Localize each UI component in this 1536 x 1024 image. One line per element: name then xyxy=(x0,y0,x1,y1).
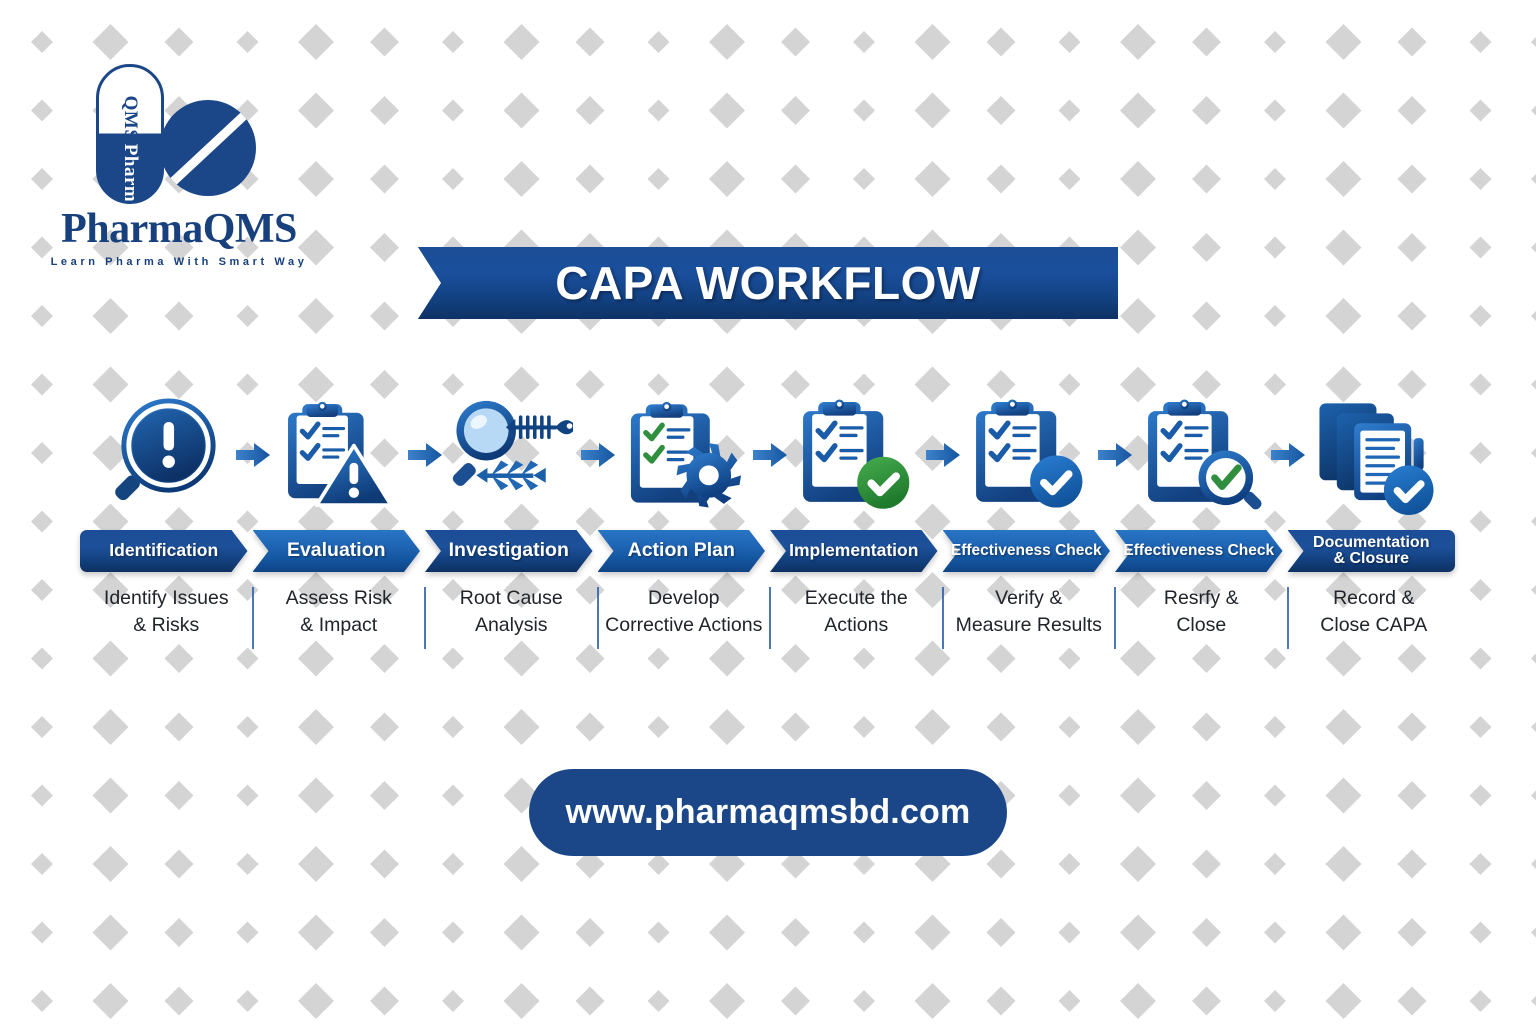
description-divider xyxy=(1286,587,1289,649)
stage-label: Identification xyxy=(109,540,219,561)
website-url-label: www.pharmaqmsbd.com xyxy=(565,793,971,831)
workflow-stage-6[interactable]: Effectiveness Check xyxy=(942,530,1110,572)
page-title: CAPA WORKFLOW xyxy=(555,257,981,309)
workflow-stage-1[interactable]: Identification xyxy=(80,530,248,572)
workflow-step-icon-8 xyxy=(1288,380,1461,525)
workflow-stage-3[interactable]: Investigation xyxy=(425,530,593,572)
magnifier-fishbone-icon xyxy=(453,400,574,490)
workflow-stage-4[interactable]: Action Plan xyxy=(597,530,765,572)
stage-label: Action Plan xyxy=(627,539,735,562)
description-divider xyxy=(424,587,426,649)
arrow-right-icon xyxy=(753,442,787,468)
stage-description-6: Verify & Measure Results xyxy=(955,587,1102,636)
tablet-pill-icon xyxy=(160,100,256,196)
clipboard-warning-icon xyxy=(287,401,393,507)
brand-tagline: Learn Pharma With Smart Way xyxy=(50,256,308,268)
workflow-step-icon-4 xyxy=(598,380,771,525)
website-url-button[interactable]: www.pharmaqmsbd.com xyxy=(529,769,1007,856)
arrow-right-icon xyxy=(1270,442,1305,468)
description-divider xyxy=(1114,587,1116,649)
clipboard-chat-check-icon xyxy=(975,398,1083,508)
stage-label: Implementation xyxy=(789,540,919,561)
chevron-shape xyxy=(942,530,1110,572)
workflow-step-icon-7 xyxy=(1115,380,1288,525)
brand-logo: QMS Pharma PharmaQMS Learn Pharma With S… xyxy=(44,58,314,268)
workflow-description-row: Identify Issues & Risks Assess Risk & Imp… xyxy=(80,585,1460,657)
clipboard-magnifier-check-icon xyxy=(1148,398,1262,509)
capsule-top-label: QMS xyxy=(120,95,141,141)
description-divider xyxy=(251,587,254,649)
workflow-chevron-row: Identification Evaluation Investigation Act… xyxy=(80,530,1460,574)
clipboard-gear-icon xyxy=(630,401,741,508)
description-divider xyxy=(596,587,599,649)
capa-workflow-diagram: Identification Evaluation Investigation Act… xyxy=(80,380,1460,660)
stage-description-7: Resrfy & Close xyxy=(1163,587,1239,636)
chevron-shape xyxy=(1287,530,1455,572)
workflow-step-icon-6 xyxy=(943,380,1116,525)
workflow-icon-row xyxy=(80,380,1460,525)
chevron-shape xyxy=(252,530,420,572)
stage-label: Investigation xyxy=(448,539,569,562)
documents-check-icon xyxy=(1319,402,1434,515)
workflow-step-icon-5 xyxy=(770,380,943,525)
capsule-bottom-label: Pharma xyxy=(120,143,141,204)
stage-label: Documentation & Closure xyxy=(1313,533,1430,567)
magnifier-exclamation-icon xyxy=(115,397,216,500)
brand-wordmark: PharmaQMS xyxy=(61,206,297,252)
capsule-icon: QMS Pharma xyxy=(96,64,164,204)
stage-description-8: Record & Close CAPA xyxy=(1320,587,1428,636)
description-divider xyxy=(769,587,771,649)
stage-label: Effectiveness Check xyxy=(950,542,1102,560)
description-divider xyxy=(941,587,944,649)
workflow-step-icon-3 xyxy=(425,380,598,525)
stage-label: Effectiveness Check xyxy=(1123,542,1275,560)
stage-description-1: Identify Issues & Risks xyxy=(103,587,229,636)
workflow-stage-2[interactable]: Evaluation xyxy=(252,530,420,572)
workflow-step-icon-2 xyxy=(253,380,426,525)
stage-description-5: Execute the Actions xyxy=(804,587,908,636)
title-ribbon: CAPA WORKFLOW xyxy=(418,247,1118,319)
workflow-stage-8[interactable]: Documentation & Closure xyxy=(1287,530,1455,572)
arrow-right-icon xyxy=(408,442,442,468)
clipboard-green-check-icon xyxy=(803,398,910,509)
workflow-stage-7[interactable]: Effectiveness Check xyxy=(1115,530,1283,572)
stage-description-2: Assess Risk & Impact xyxy=(285,587,392,636)
stage-description-3: Root Cause Analysis xyxy=(459,587,563,636)
workflow-stage-5[interactable]: Implementation xyxy=(770,530,938,572)
stage-label: Evaluation xyxy=(286,539,386,562)
stage-description-4: Develop Corrective Actions xyxy=(605,587,763,636)
workflow-step-icon-1 xyxy=(80,380,253,525)
chevron-shape xyxy=(770,530,938,572)
